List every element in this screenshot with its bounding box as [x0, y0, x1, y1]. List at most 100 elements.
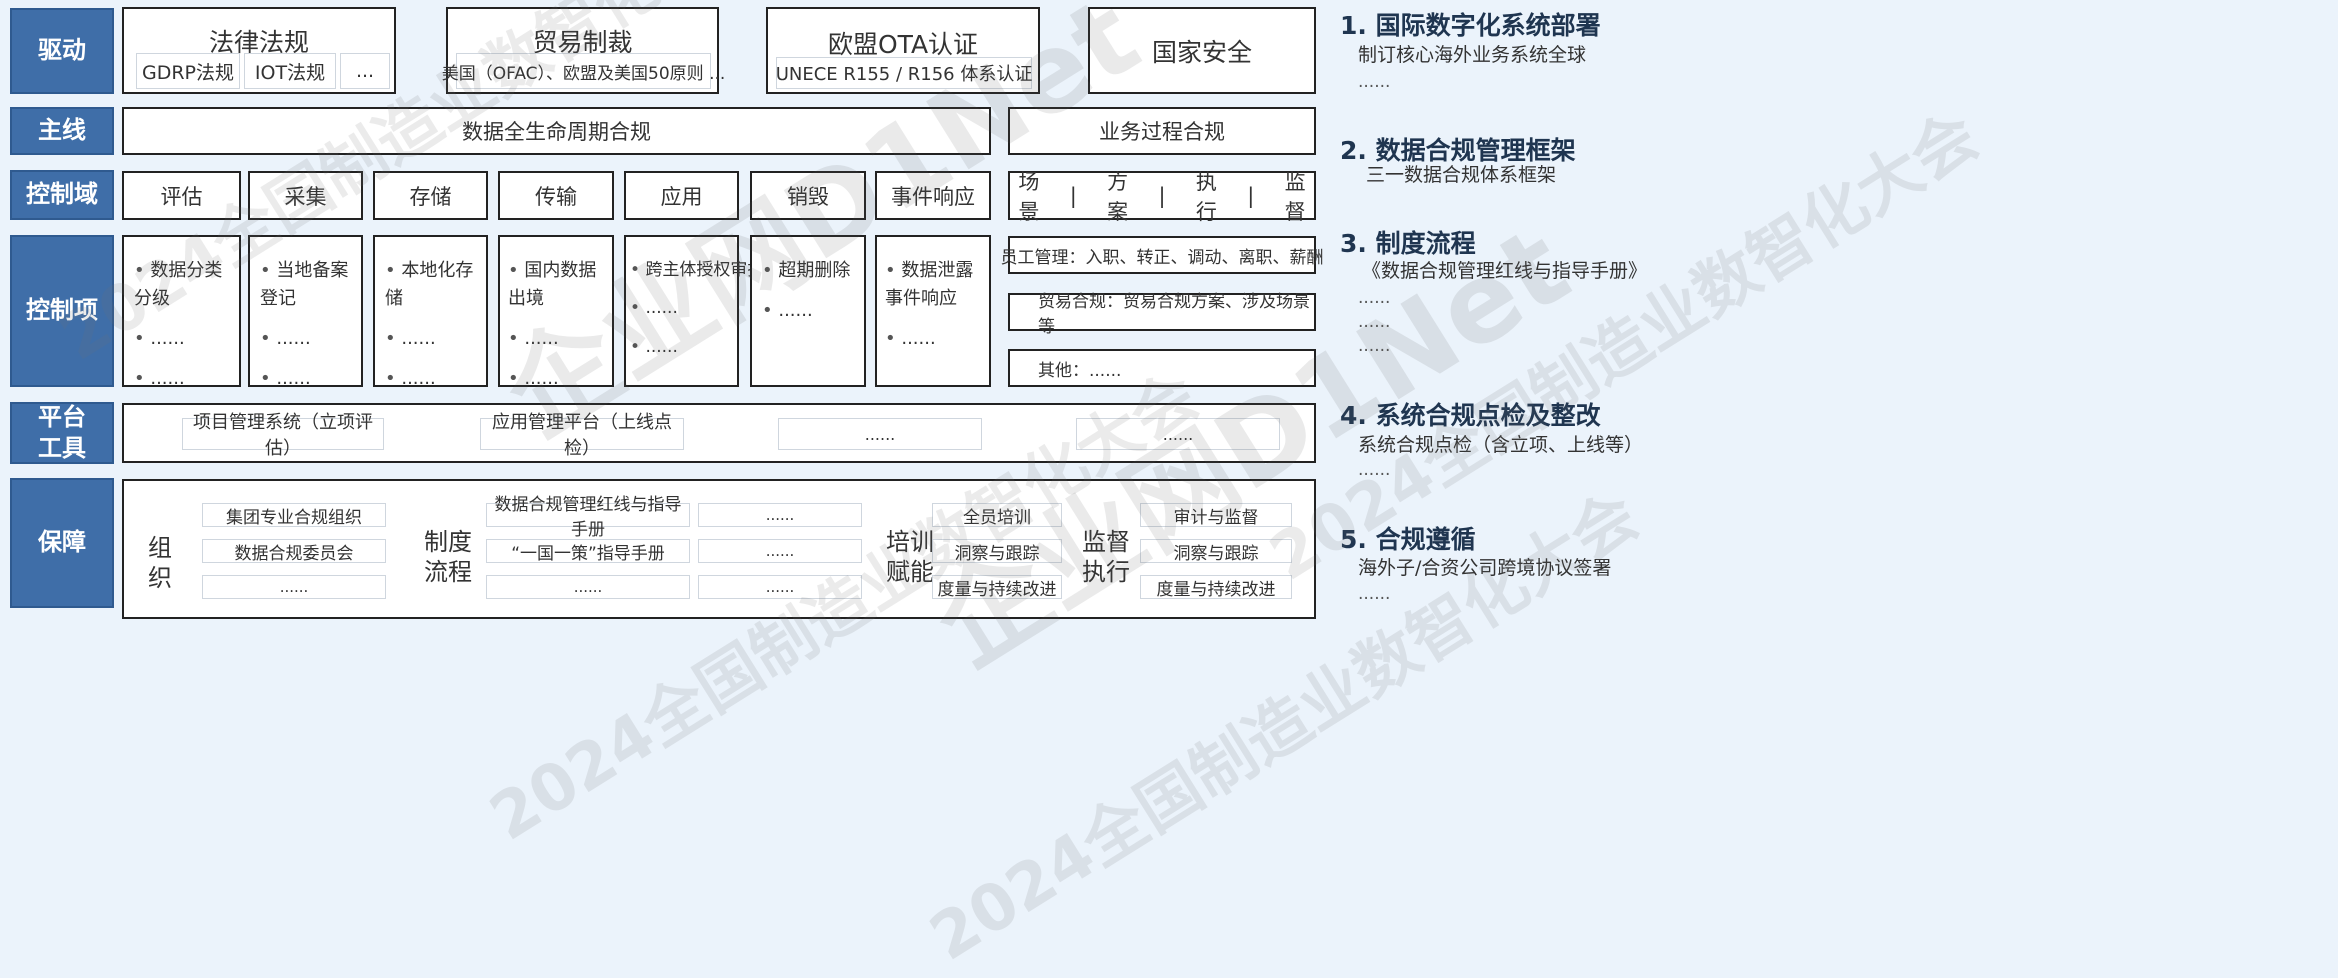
control-item: 数据泄露事件响应	[885, 257, 981, 313]
domain-assess: 评估	[122, 171, 241, 220]
process-item: ......	[486, 575, 690, 599]
driver-sub: UNECE R155 / R156 体系认证	[776, 57, 1032, 89]
control-items-collect: 当地备案登记............	[248, 235, 363, 389]
control-item: 数据分类分级	[134, 257, 229, 313]
domain-label: 销毁	[787, 184, 829, 209]
driver-security: 国家安全	[1088, 7, 1316, 94]
domain-label: 应用	[660, 184, 703, 209]
domain-label: 评估	[160, 184, 203, 209]
control-item: ......	[134, 325, 229, 353]
supervision-item: 度量与持续改进	[1140, 575, 1292, 600]
control-items-store: 本地化存储............	[373, 235, 488, 389]
supervision-item: 洞察与跟踪	[1140, 539, 1292, 564]
control-items-transfer: 国内数据出境............	[498, 235, 614, 389]
right-panel-dots: ......	[1358, 584, 1391, 604]
control-item: 超期删除	[762, 257, 854, 285]
platform-tool: 项目管理系统（立项评估）	[182, 412, 384, 459]
process-item: ......	[698, 503, 862, 527]
right-panel-dots: ......	[1358, 312, 1391, 332]
separator: |	[1069, 183, 1077, 208]
mainline-label: 数据全生命周期合规	[462, 120, 651, 144]
driver-sub: GDRP法规	[136, 53, 240, 89]
control-item: ......	[508, 365, 604, 393]
driver-title: 贸易制裁	[532, 28, 633, 57]
process-item: 数据合规管理红线与指导手册	[486, 495, 690, 540]
control-item: ......	[508, 325, 604, 353]
right-panel-desc: 《数据合规管理红线与指导手册》	[1362, 260, 1648, 282]
supervision-item: 审计与监督	[1140, 503, 1292, 528]
domain-collect: 采集	[248, 171, 363, 220]
driver-law: 法律法规 GDRP法规 IOT法规 ...	[122, 7, 396, 94]
domain-business: 场景 | 方案 | 执行 | 监督	[1008, 170, 1316, 224]
row-header-label: 控制项	[26, 296, 98, 325]
process-item: ......	[698, 539, 862, 563]
business-domain-label: 执行	[1195, 169, 1217, 224]
control-item: 当地备案登记	[260, 257, 351, 313]
org-item: 集团专业合规组织	[202, 503, 386, 528]
right-panel-dots: ......	[1358, 460, 1391, 480]
business-domain-label: 场景	[1018, 169, 1040, 224]
driver-title: 法律法规	[208, 28, 309, 57]
domain-incident: 事件响应	[875, 171, 991, 220]
training-item: 全员培训	[932, 503, 1062, 528]
business-item-other: 其他：......	[1008, 349, 1316, 387]
control-item: ......	[630, 334, 733, 360]
guarantee-label-process: 制度 流程	[424, 528, 472, 586]
domain-label: 事件响应	[891, 184, 975, 209]
training-item: 洞察与跟踪	[932, 539, 1062, 564]
control-item: 本地化存储	[385, 257, 476, 313]
control-item: ......	[885, 325, 981, 353]
row-header-label: 驱动	[38, 36, 86, 65]
domain-label: 传输	[535, 184, 577, 209]
guarantee-label-training: 培训 赋能	[886, 528, 934, 586]
business-domain-label: 监督	[1284, 169, 1306, 224]
control-items-assess: 数据分类分级............	[122, 235, 241, 389]
control-items-incident: 数据泄露事件响应......	[875, 235, 991, 387]
right-panel-desc: 三一数据合规体系框架	[1366, 164, 1557, 186]
domain-store: 存储	[373, 171, 488, 220]
control-item: ......	[630, 295, 733, 321]
process-item: “一国一策”指导手册	[486, 539, 690, 564]
control-item: 跨主体授权审批	[630, 257, 764, 283]
platform-tool: 应用管理平台（上线点检）	[480, 412, 684, 459]
business-domain-label: 方案	[1107, 169, 1129, 224]
row-header-drive: 驱动	[10, 8, 114, 94]
right-panel-dots: ......	[1358, 336, 1391, 356]
control-item: ......	[385, 365, 476, 393]
control-item: ......	[134, 365, 229, 393]
row-header-items: 控制项	[10, 235, 114, 387]
row-header-label: 主线	[38, 116, 86, 145]
right-panel-title: 2. 数据合规管理框架	[1340, 136, 1576, 165]
control-item: 国内数据出境	[508, 257, 604, 313]
right-panel-desc: 海外子/合资公司跨境协议签署	[1358, 557, 1612, 579]
org-item: 数据合规委员会	[202, 539, 386, 564]
domain-apply: 应用	[624, 171, 739, 220]
right-panel-title: 3. 制度流程	[1340, 229, 1476, 258]
mainline-label: 业务过程合规	[1099, 120, 1225, 144]
row-header-label: 控制域	[26, 180, 98, 209]
row-header-guarantee: 保障	[10, 478, 114, 608]
control-item: ......	[762, 297, 854, 325]
business-item-label: 员工管理：入职、转正、调动、离职、薪酬	[1000, 247, 1324, 268]
domain-destroy: 销毁	[750, 171, 866, 220]
right-panel-dots: ......	[1358, 72, 1391, 92]
separator: |	[1158, 183, 1166, 208]
row-header-label: 平台 工具	[38, 402, 86, 462]
driver-sub: 美国（OFAC）、欧盟及美国50原则 ...	[442, 53, 725, 89]
right-panel-dots: ......	[1358, 288, 1391, 308]
mainline-data-lifecycle: 数据全生命周期合规	[122, 107, 991, 155]
right-panel-title: 1. 国际数字化系统部署	[1340, 11, 1601, 40]
separator: |	[1247, 183, 1255, 208]
mainline-business-process: 业务过程合规	[1008, 107, 1316, 155]
driver-trade: 贸易制裁 美国（OFAC）、欧盟及美国50原则 ...	[442, 7, 725, 94]
control-item: ......	[260, 365, 351, 393]
driver-ota: 欧盟OTA认证 UNECE R155 / R156 体系认证	[766, 7, 1040, 94]
control-item: ......	[260, 325, 351, 353]
row-header-label: 保障	[38, 528, 86, 557]
row-header-main: 主线	[10, 107, 114, 155]
guarantee-panel: 组织 集团专业合规组织 数据合规委员会 ...... 制度 流程 数据合规管理红…	[122, 479, 1316, 619]
platform-tools: 项目管理系统（立项评估） 应用管理平台（上线点检） ...... ......	[122, 403, 1316, 463]
process-item: ......	[698, 575, 862, 599]
right-panel-desc: 制订核心海外业务系统全球	[1358, 44, 1587, 66]
platform-tool: ......	[1076, 418, 1280, 450]
